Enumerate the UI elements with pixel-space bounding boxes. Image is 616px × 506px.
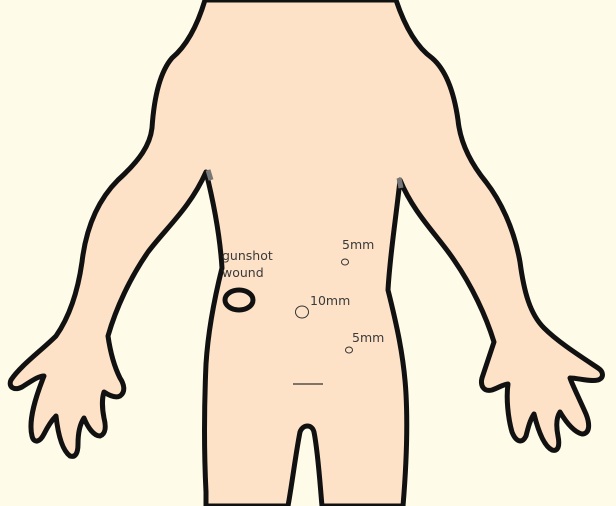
port-center-label: 10mm [310,293,350,308]
left-armpit-crease [208,170,211,180]
gunshot-wound-label-line1: gunshot [222,248,273,263]
gunshot-wound-label-line2: wound [222,265,264,280]
port-lower-marker [346,347,353,353]
port-upper-marker [342,259,349,265]
port-center-marker [296,306,309,318]
port-upper-label: 5mm [342,237,374,252]
right-armpit-crease [399,178,401,188]
port-lower-label: 5mm [352,330,384,345]
